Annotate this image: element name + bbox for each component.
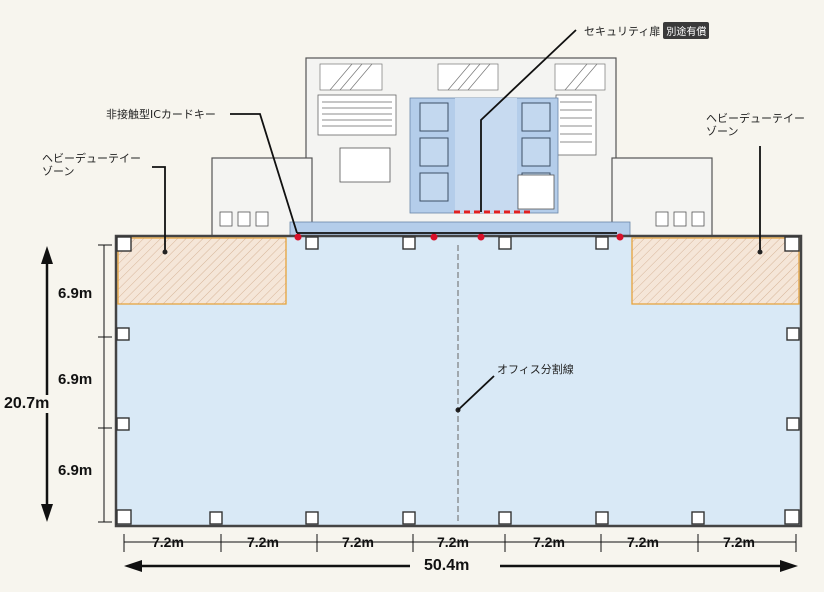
core-building: [211, 57, 713, 239]
leader-lines: [152, 29, 761, 411]
heavy-duty-zone-right-line1: ヘビーデューテイー: [706, 112, 805, 125]
width-segment-4: 7.2m: [437, 534, 469, 550]
depth-total: 20.7m: [4, 395, 50, 413]
width-segment-2: 7.2m: [247, 534, 279, 550]
depth-segment-3: 6.9m: [58, 462, 93, 479]
horizontal-dimensions: [123, 534, 797, 552]
width-segment-1: 7.2m: [152, 534, 184, 550]
heavy-duty-zone-right: [631, 237, 800, 305]
heavy-duty-zone-left: [117, 237, 287, 305]
security-door-text: セキュリティ扉: [584, 25, 661, 38]
card-key-dots: [294, 233, 624, 241]
heavy-duty-zone-label-right: ヘビーデューテイー ゾーン: [706, 112, 805, 138]
heavy-duty-zone-left-line1: ヘビーデューテイー: [42, 152, 141, 165]
restroom-fixtures: [219, 147, 705, 227]
width-total: 50.4m: [424, 557, 470, 574]
depth-segment-1: 6.9m: [58, 285, 93, 302]
office-division-label: オフィス分割線: [497, 363, 574, 376]
depth-segment-2: 6.9m: [58, 371, 93, 388]
top-shafts: [319, 63, 606, 91]
heavy-duty-zone-left-line2: ゾーン: [42, 165, 75, 178]
ic-card-key-label: 非接触型ICカードキー: [106, 108, 216, 121]
stair-left: [317, 94, 397, 136]
vertical-dimensions: [98, 244, 112, 523]
heavy-duty-zone-label-left: ヘビーデューテイー ゾーン: [42, 152, 141, 178]
width-segment-7: 7.2m: [723, 534, 755, 550]
width-segment-6: 7.2m: [627, 534, 659, 550]
columns: [116, 236, 800, 525]
width-segment-5: 7.2m: [533, 534, 565, 550]
total-width-arrow: [124, 560, 798, 572]
security-door-label: セキュリティ扉別途有償: [584, 22, 710, 39]
stair-right: [555, 94, 597, 156]
heavy-duty-zone-right-line2: ゾーン: [706, 125, 739, 138]
total-depth-arrow: [41, 246, 53, 522]
width-segment-3: 7.2m: [342, 534, 374, 550]
separate-cost-badge: 別途有償: [663, 22, 710, 39]
